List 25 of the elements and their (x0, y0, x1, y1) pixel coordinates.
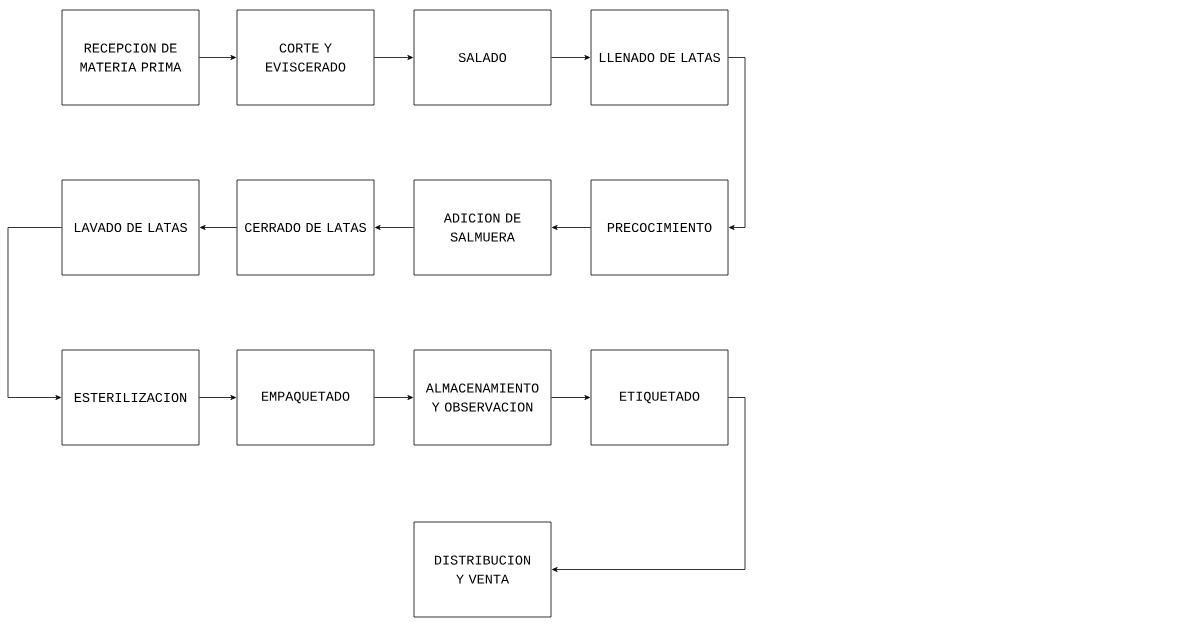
process-box: LAVADO DE LATAS (61, 179, 200, 276)
arrow (728, 57, 746, 230)
arrow (552, 397, 746, 572)
arrow (199, 395, 236, 400)
process-box: ETIQUETADO (590, 349, 729, 446)
process-box: ESTERILIZACION (61, 349, 200, 446)
arrow (374, 395, 413, 400)
arrow (374, 55, 413, 60)
process-box: EMPAQUETADO (236, 349, 375, 446)
arrow (551, 395, 590, 400)
arrow (552, 225, 591, 230)
arrow (375, 225, 414, 230)
process-box: ALMACENAMIENTO Y OBSERVACION (413, 349, 552, 446)
process-box: SALADO (413, 9, 552, 106)
process-box: RECEPCION DE MATERIA PRIMA (61, 9, 200, 106)
arrow (551, 55, 590, 60)
arrow (200, 225, 237, 230)
process-box: CORTE Y EVISCERADO (236, 9, 375, 106)
process-box: PRECOCIMIENTO (590, 179, 729, 276)
process-box: CERRADO DE LATAS (236, 179, 375, 276)
process-box: LLENADO DE LATAS (590, 9, 729, 106)
process-box: ADICION DE SALMUERA (413, 179, 552, 276)
process-box: DISTRIBUCION Y VENTA (413, 521, 552, 618)
arrow (199, 55, 236, 60)
arrow (7, 227, 62, 400)
